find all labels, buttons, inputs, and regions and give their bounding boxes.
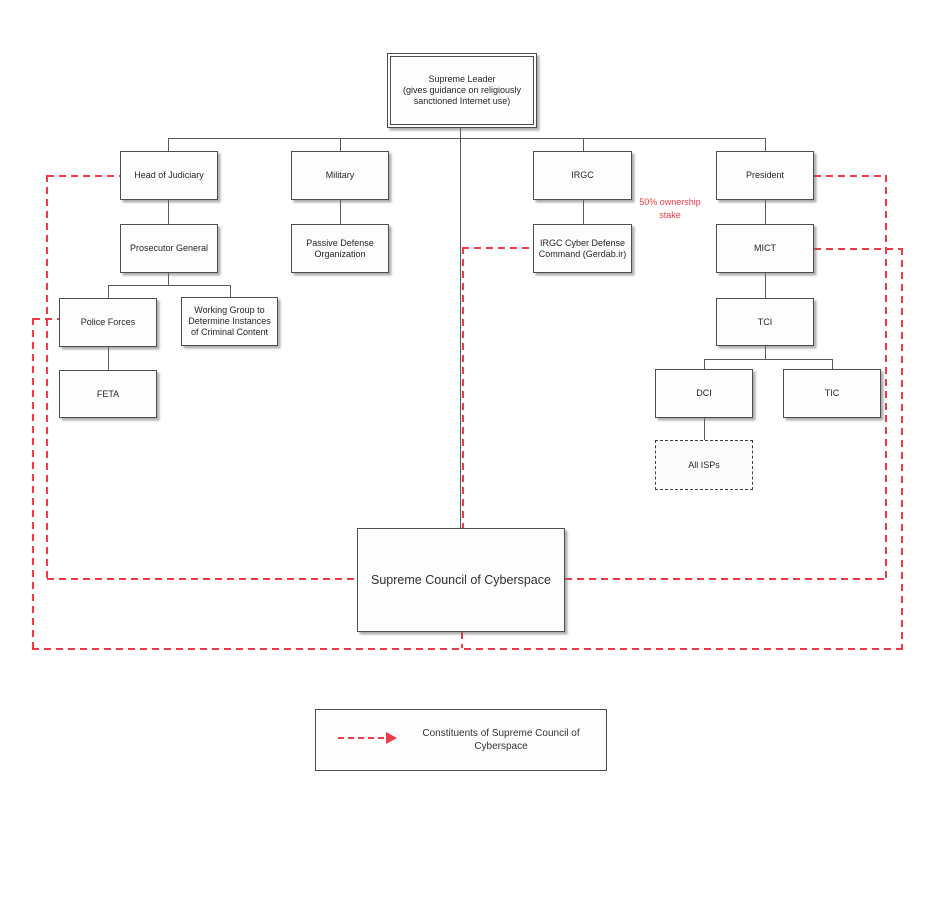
ownership-stake-text: 50% ownership stake: [639, 197, 701, 220]
connector-line-center: [460, 138, 461, 528]
connector-line: [108, 285, 231, 286]
connector-line: [168, 273, 169, 285]
constituent-dashed-line: [885, 175, 887, 579]
node-label: Supreme Leader (gives guidance on religi…: [402, 74, 522, 106]
node-passive-defense: Passive Defense Organization: [291, 224, 389, 273]
node-label: Prosecutor General: [129, 243, 209, 253]
legend-arrowhead-icon: [386, 732, 397, 744]
connector-line: [168, 200, 169, 224]
node-label: TIC: [824, 388, 840, 398]
connector-line: [340, 138, 341, 151]
connector-line: [168, 138, 169, 151]
node-supreme-council: Supreme Council of Cyberspace: [357, 528, 565, 632]
node-label: DCI: [696, 388, 712, 398]
constituent-dashed-line: [462, 247, 464, 528]
node-prosecutor-general: Prosecutor General: [120, 224, 218, 273]
constituent-dashed-line: [461, 632, 463, 648]
node-supreme-leader: Supreme Leader (gives guidance on religi…: [387, 53, 537, 128]
connector-line: [340, 200, 341, 224]
connector-line: [168, 138, 766, 139]
node-label: TCI: [757, 316, 773, 327]
ownership-stake-label: 50% ownership stake: [628, 183, 712, 222]
node-label: President: [745, 170, 785, 180]
node-label: All ISPs: [688, 459, 720, 470]
constituent-dashed-line: [33, 318, 59, 320]
node-label: MICT: [754, 243, 776, 253]
node-irgc-cyber-defense: IRGC Cyber Defense Command (Gerdab.ir): [533, 224, 632, 273]
constituent-dashed-line: [814, 175, 886, 177]
node-label: Working Group to Determine Instances of …: [188, 305, 271, 337]
connector-line: [583, 200, 584, 224]
legend-label: Constituents of Supreme Council of Cyber…: [422, 728, 580, 752]
legend-box: Constituents of Supreme Council of Cyber…: [315, 709, 607, 771]
node-all-isps: All ISPs: [655, 440, 753, 490]
node-label: FETA: [96, 388, 120, 399]
connector-line: [108, 347, 109, 370]
node-label: Supreme Council of Cyberspace: [371, 572, 551, 587]
node-president: President: [716, 151, 814, 200]
node-military: Military: [291, 151, 389, 200]
node-dci: DCI: [655, 369, 753, 418]
node-label: Head of Judiciary: [134, 170, 204, 180]
node-tic: TIC: [783, 369, 881, 418]
connector-line: [460, 128, 461, 138]
node-label: Police Forces: [80, 317, 136, 327]
node-label: IRGC Cyber Defense Command (Gerdab.ir): [538, 237, 627, 259]
constituent-dashed-line: [47, 175, 120, 177]
connector-line: [230, 285, 231, 297]
node-working-group: Working Group to Determine Instances of …: [181, 297, 278, 346]
constituent-dashed-line: [814, 248, 903, 250]
connector-line: [704, 359, 705, 369]
node-label: IRGC: [571, 170, 594, 180]
connector-line: [832, 359, 833, 369]
node-irgc: IRGC: [533, 151, 632, 200]
constituent-dashed-line: [32, 648, 903, 650]
constituent-dashed-line: [462, 247, 533, 249]
constituent-dashed-line: [901, 248, 903, 649]
node-feta: FETA: [59, 370, 157, 418]
node-police-forces: Police Forces: [59, 298, 157, 347]
node-label: Passive Defense Organization: [306, 237, 374, 259]
constituent-dashed-line: [565, 578, 886, 580]
constituent-dashed-line: [32, 318, 34, 649]
node-label: Military: [325, 170, 355, 180]
connector-line: [765, 346, 766, 359]
connector-line: [765, 138, 766, 151]
node-tci: TCI: [716, 298, 814, 346]
connector-line: [108, 285, 109, 298]
node-mict: MICT: [716, 224, 814, 273]
legend-dashed-line-icon: [338, 737, 386, 739]
connector-line: [583, 138, 584, 151]
constituent-dashed-line: [47, 578, 357, 580]
constituent-dashed-line: [46, 175, 48, 579]
node-head-of-judiciary: Head of Judiciary: [120, 151, 218, 200]
connector-line: [765, 200, 766, 224]
connector-line: [704, 418, 705, 440]
connector-line: [704, 359, 832, 360]
connector-line: [765, 273, 766, 298]
